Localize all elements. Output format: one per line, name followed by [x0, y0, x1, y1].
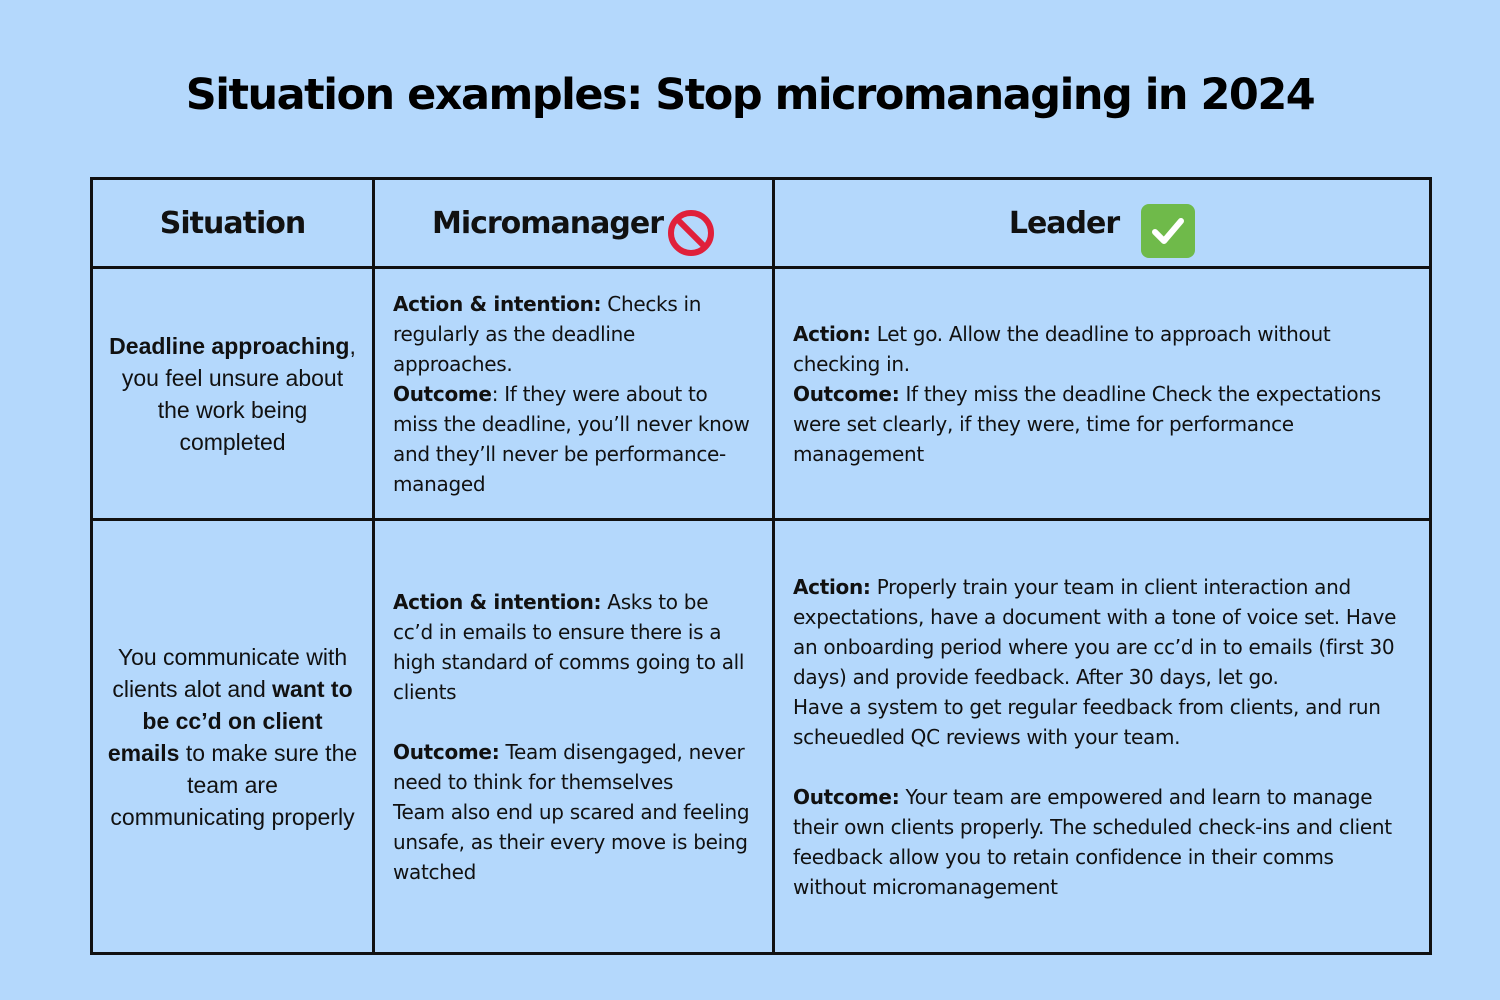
- header-micromanager-label: Micromanager: [431, 205, 664, 241]
- situation-highlight: want to be cc’d on client emails: [107, 675, 353, 766]
- paragraph-spacer: [793, 752, 1411, 782]
- outcome-paragraph: Outcome: If they were about to miss the …: [393, 379, 754, 499]
- outcome-text: Team disengaged, never need to think for…: [393, 739, 745, 794]
- action-paragraph: Action & intention: Asks to be cc’d in e…: [393, 587, 754, 707]
- header-leader-label: Leader: [1008, 205, 1120, 241]
- situation-text: You communicate with clients alot and: [112, 643, 348, 702]
- header-leader: Leader: [772, 177, 1432, 269]
- leader-cell: Action: Properly train your team in clie…: [772, 518, 1432, 955]
- action-label: Action:: [793, 321, 871, 346]
- situation-text: to make sure the team are communicating …: [110, 739, 358, 830]
- outcome-paragraph: Outcome: If they miss the deadline Check…: [793, 379, 1411, 469]
- action-paragraph: Action: Properly train your team in clie…: [793, 572, 1411, 692]
- micromanager-cell: Action & intention: Asks to be cc’d in e…: [372, 518, 775, 955]
- situation-text: , you feel unsure about the work being c…: [121, 332, 356, 455]
- table-row: You communicate with clients alot and wa…: [90, 518, 1432, 955]
- leader-cell: Action: Let go. Allow the deadline to ap…: [772, 266, 1432, 521]
- action-text: Let go. Allow the deadline to approach w…: [793, 321, 1331, 376]
- situation-highlight: Deadline approaching: [109, 332, 350, 359]
- table-header-row: Situation Micromanager Leader: [90, 177, 1432, 269]
- header-situation-label: Situation: [159, 205, 306, 241]
- outcome-text: If they miss the deadline Check the expe…: [793, 381, 1381, 466]
- prohibited-icon: [668, 210, 715, 256]
- page-title: Situation examples: Stop micromanaging i…: [185, 70, 1316, 120]
- table-row: Deadline approaching, you feel unsure ab…: [90, 266, 1432, 521]
- outcome-label: Outcome:: [393, 739, 500, 764]
- header-situation: Situation: [90, 177, 375, 269]
- paragraph-spacer: [393, 707, 754, 737]
- action-paragraph: Action: Let go. Allow the deadline to ap…: [793, 319, 1411, 379]
- action-label: Action & intention:: [393, 291, 602, 316]
- check-mark-button-icon: [1141, 204, 1196, 258]
- situation-cell: You communicate with clients alot and wa…: [90, 518, 375, 955]
- extra-paragraph: Have a system to get regular feedback fr…: [793, 694, 1381, 749]
- micromanager-cell: Action & intention: Checks in regularly …: [372, 266, 775, 521]
- outcome-text: : If they were about to miss the deadlin…: [393, 381, 750, 496]
- action-text: Properly train your team in client inter…: [793, 574, 1397, 689]
- extra-paragraph: Team also end up scared and feeling unsa…: [393, 799, 750, 884]
- action-paragraph: Action & intention: Checks in regularly …: [393, 289, 754, 379]
- outcome-paragraph: Outcome: Your team are empowered and lea…: [793, 782, 1411, 902]
- comparison-table: Situation Micromanager Leader: [90, 177, 1432, 955]
- outcome-label: Outcome:: [793, 381, 900, 406]
- situation-cell: Deadline approaching, you feel unsure ab…: [90, 266, 375, 521]
- action-label: Action & intention:: [393, 589, 602, 614]
- outcome-text: Your team are empowered and learn to man…: [793, 784, 1392, 899]
- action-text: Asks to be cc’d in emails to ensure ther…: [393, 589, 745, 704]
- outcome-label: Outcome:: [793, 784, 900, 809]
- outcome-paragraph: Outcome: Team disengaged, never need to …: [393, 737, 754, 797]
- action-label: Action:: [793, 574, 871, 599]
- action-text: Checks in regularly as the deadline appr…: [393, 291, 702, 376]
- outcome-label: Outcome: [393, 381, 492, 406]
- header-micromanager: Micromanager: [372, 177, 775, 269]
